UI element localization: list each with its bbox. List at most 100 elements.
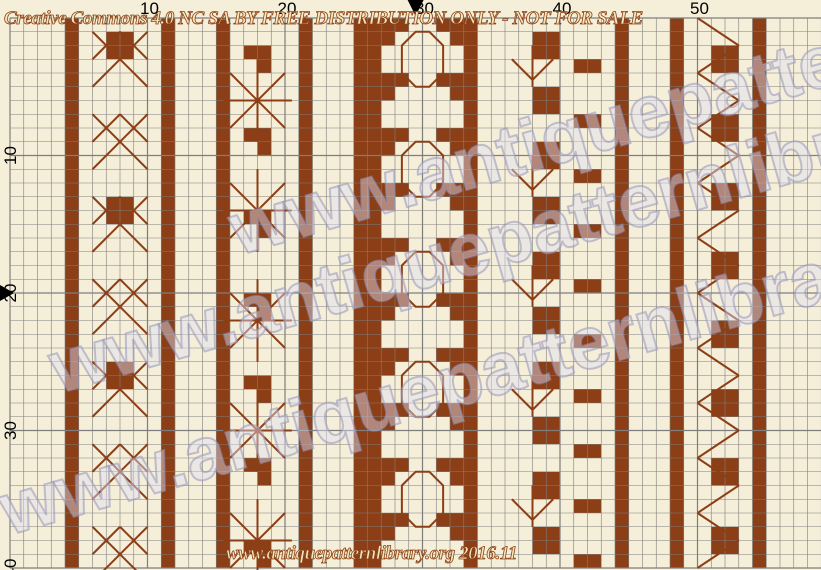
stitch-block [368,59,382,73]
stitch-block [368,252,382,266]
stitch-block [368,224,382,238]
stitch-block [450,403,464,417]
stitch-block [368,142,382,156]
stitch-block [258,224,272,238]
stitch-block [436,293,450,307]
grid-lines [10,18,821,568]
stitch-block [450,238,464,252]
stitch-block [395,458,409,472]
column-tick-label: 50 [690,0,709,18]
stitch-block [464,46,478,60]
stitch-block [368,513,382,527]
stitch-block [381,73,395,87]
stitch-block [368,307,382,321]
stitch-block [464,376,478,390]
stitch-block [368,376,382,390]
stitch-block [381,513,395,527]
stitch-block [436,348,450,362]
stitch-block [464,73,478,87]
stitch-block [450,293,464,307]
stitch-block [381,307,395,321]
stitch-block [450,307,464,321]
stitch-block [464,87,478,101]
stitch-block [436,403,450,417]
stitch-block [381,87,395,101]
stitch-block [464,458,478,472]
stitch-block [368,101,382,115]
stitch-block [464,279,478,293]
stitch-block [381,183,395,197]
stitch-block [395,238,409,252]
stitch-block [464,59,478,73]
stitch-block [450,458,464,472]
stitch-block [450,73,464,87]
stitch-block [464,486,478,500]
stitch-block [381,293,395,307]
stitch-block [450,197,464,211]
stitch-block [258,59,272,73]
stitch-block [450,417,464,431]
stitch-block [368,403,382,417]
stitch-block [368,458,382,472]
stitch-block [464,252,478,266]
license-header: Creative Commons 4.0 NC SA BY FREE DISTR… [4,8,643,30]
stitch-block [464,403,478,417]
stitch-block [464,389,478,403]
stitch-block [464,472,478,486]
stitch-block [395,128,409,142]
stitch-block [464,197,478,211]
stitch-block [464,321,478,335]
stitch-block [368,486,382,500]
stitch-block [436,458,450,472]
stitch-block [436,128,450,142]
stitch-block [368,321,382,335]
stitch-block [381,348,395,362]
stitch-block [450,183,464,197]
stitch-block [368,389,382,403]
stitch-block [464,362,478,376]
stitch-block [436,238,450,252]
stitch-block [368,156,382,170]
stitch-block [464,348,478,362]
stitch-block [464,513,478,527]
outline-motifs [93,18,739,570]
stitch-block [258,472,272,486]
stitch-block [368,431,382,445]
stitch-block [450,252,464,266]
stitch-block [381,362,395,376]
stitch-block [464,156,478,170]
outline-stitch [512,279,533,300]
stitch-block [464,224,478,238]
stitch-block [450,513,464,527]
stitch-block [381,252,395,266]
stitch-block [464,101,478,115]
stitch-block [368,472,382,486]
stitch-block [395,403,409,417]
stitch-block [464,211,478,225]
stitch-block [381,527,395,541]
stitch-block [464,238,478,252]
outline-stitch [533,59,554,80]
outline-stitch [512,169,533,190]
stitch-block [450,128,464,142]
stitch-block [368,46,382,60]
stitch-block [464,114,478,128]
stitch-block [464,431,478,445]
stitch-block [395,348,409,362]
stitch-block [381,403,395,417]
stitch-block [464,307,478,321]
outline-stitch [533,389,554,410]
stitch-block [368,87,382,101]
stitch-block [450,32,464,46]
stitch-block [368,527,382,541]
stitch-block [381,417,395,431]
stitch-block [258,389,272,403]
stitch-block [368,444,382,458]
stitch-block [450,472,464,486]
stitch-block [464,128,478,142]
row-tick-label: 10 [1,146,20,165]
stitch-block [368,293,382,307]
stitch-block [368,238,382,252]
